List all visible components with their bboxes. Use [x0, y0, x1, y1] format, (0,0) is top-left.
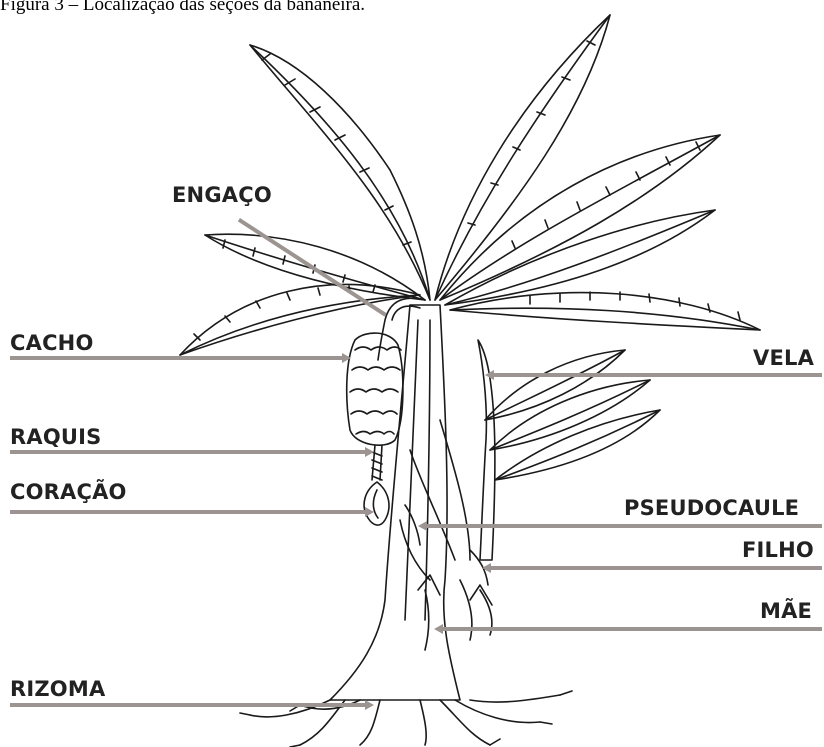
label-filho: FILHO — [742, 538, 814, 562]
arrow-filho — [482, 563, 491, 573]
arrow-rizoma — [365, 700, 374, 710]
label-raquis: RAQUIS — [10, 425, 101, 449]
sucker-leaves — [485, 350, 660, 480]
leader-coracao — [10, 510, 365, 514]
leaf-right-middle — [445, 210, 715, 305]
label-vela: VELA — [753, 346, 814, 370]
arrow-mae — [434, 624, 443, 634]
leaf-left-lower — [180, 285, 420, 355]
heart — [364, 482, 389, 525]
arrow-vela — [485, 370, 494, 380]
label-engaco: ENGAÇO — [172, 183, 272, 207]
label-mae: MÃE — [760, 599, 812, 623]
leaf-top-left — [250, 45, 430, 300]
pseudostem-mother — [330, 305, 460, 700]
label-coracao: CORAÇÃO — [10, 480, 127, 504]
leader-vela — [494, 373, 822, 377]
label-cacho: CACHO — [10, 331, 94, 355]
arrow-coracao — [365, 507, 374, 517]
arrow-raquis — [365, 447, 374, 457]
leader-pseudocaule — [427, 524, 822, 528]
leader-cacho — [10, 356, 342, 360]
leaf-right-upper — [440, 135, 720, 300]
arrow-cacho — [342, 353, 351, 363]
label-pseudocaule: PSEUDOCAULE — [624, 496, 799, 520]
leader-raquis — [10, 450, 365, 454]
leader-mae — [443, 627, 822, 631]
leader-rizoma — [10, 703, 365, 707]
label-rizoma: RIZOMA — [10, 677, 105, 701]
leader-filho — [491, 566, 822, 570]
leaf-top-right — [435, 15, 610, 300]
arrow-pseudocaule — [418, 521, 427, 531]
